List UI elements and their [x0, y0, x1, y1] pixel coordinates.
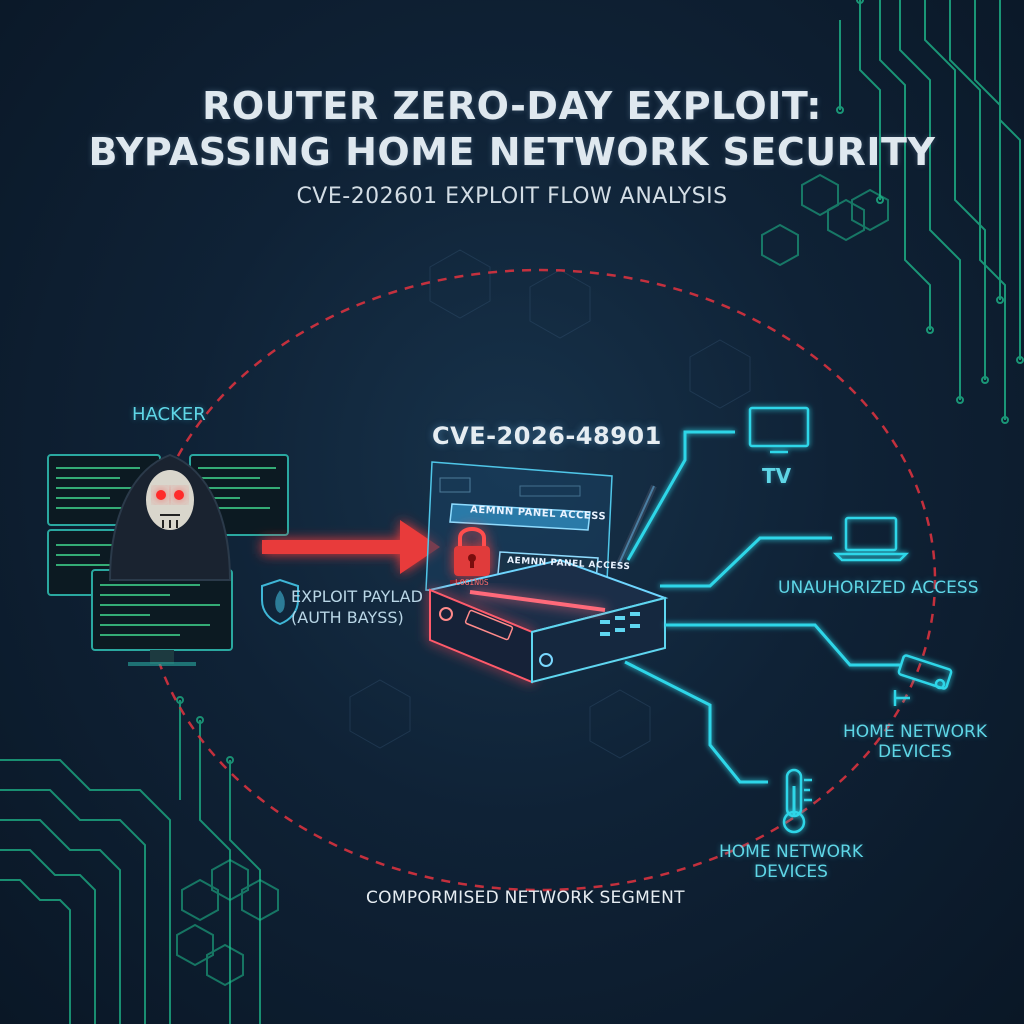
hacker-eye-left — [156, 490, 166, 500]
link-camera — [665, 623, 900, 667]
padlock-icon — [454, 527, 490, 576]
camera-label-line-2: DEVICES — [878, 742, 952, 762]
camera-label-line-1: HOME NETWORK — [843, 722, 987, 742]
hexagon-cluster-left — [176, 858, 279, 987]
thermometer-icon — [782, 768, 812, 834]
hexagon-cluster-right — [761, 173, 889, 267]
hacker-eye-right — [174, 490, 184, 500]
admin-panel-header-bar — [449, 503, 591, 531]
network-links — [624, 430, 900, 784]
router-device — [426, 484, 669, 684]
laptop-label: UNAUHORIZED ACCESS — [778, 578, 979, 598]
diagram-title-line-2: BYPASSING HOME NETWORK SECURITY — [88, 130, 936, 174]
link-tv — [626, 430, 735, 561]
circuit-traces-top-right — [836, 0, 1024, 424]
camera-label: HOME NETWORK DEVICES — [840, 722, 990, 762]
padlock-caption: LOGINOS — [455, 578, 489, 587]
thermostat-label-line-1: HOME NETWORK — [719, 842, 863, 862]
exploit-arrow — [262, 520, 440, 574]
router-side — [531, 596, 666, 684]
security-camera-icon — [893, 654, 953, 706]
shield-flame-icon — [261, 578, 299, 626]
hacker-workstation — [47, 453, 289, 666]
laptop-icon — [832, 516, 910, 562]
payload-label-line-2: (AUTH BAYSS) — [291, 608, 404, 627]
link-thermostat — [624, 660, 768, 784]
link-laptop — [660, 536, 832, 588]
compromised-segment-label: COMPORMISED NETWORK SEGMENT — [366, 888, 685, 908]
tv-label: TV — [762, 464, 792, 488]
exploit-payload-label: EXPLOIT PAYLAD (AUTH BAYSS) — [291, 586, 423, 628]
thermostat-label-line-2: DEVICES — [754, 862, 828, 882]
payload-label-line-1: EXPLOIT PAYLAD — [291, 587, 423, 606]
faint-hex-grid — [349, 249, 751, 759]
circuit-traces-bottom-left — [0, 696, 261, 1024]
monitor-front — [91, 569, 233, 651]
tv-icon — [748, 406, 810, 454]
monitor-stand — [150, 650, 174, 664]
hacker-skull-mask — [146, 470, 194, 530]
hacker-label: HACKER — [132, 404, 206, 425]
cve-id-label: CVE-2026-48901 — [432, 422, 662, 450]
diagram-title-line-1: ROUTER ZERO-DAY EXPLOIT: — [202, 84, 822, 128]
thermostat-label: HOME NETWORK DEVICES — [716, 842, 866, 882]
diagram-subtitle: CVE-202601 EXPLOIT FLOW ANALYSIS — [296, 184, 728, 209]
